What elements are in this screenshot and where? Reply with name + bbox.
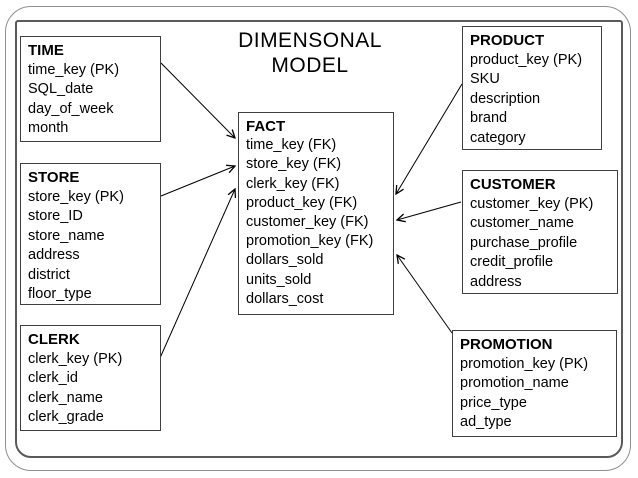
entity-customer: CUSTOMER customer_key (PK) customer_name…: [462, 170, 618, 294]
entity-customer-field: purchase_profile: [470, 234, 578, 251]
entity-store-field: address: [28, 247, 80, 263]
entity-promotion-title: PROMOTION: [460, 336, 553, 353]
outer-rounded-frame: [5, 6, 631, 471]
entity-time-field: day_of_week: [28, 100, 114, 117]
entity-time: TIME time_key (PK) SQL_date day_of_week …: [20, 36, 161, 142]
entity-fact-field: time_key (FK): [246, 137, 337, 154]
entity-time-field: month: [28, 120, 69, 136]
entity-store-field: floor_type: [28, 286, 92, 302]
entity-fact-field: clerk_key (FK): [246, 175, 340, 192]
entity-promotion: PROMOTION promotion_key (PK) promotion_n…: [452, 330, 617, 437]
entity-customer-title: CUSTOMER: [470, 176, 556, 193]
entity-product-field: category: [470, 129, 526, 146]
entity-product-field: SKU: [470, 71, 500, 87]
entity-fact-field: dollars_cost: [246, 290, 324, 307]
entity-product-title: PRODUCT: [470, 32, 545, 49]
entity-fact: FACT time_key (FK) store_key (FK) clerk_…: [238, 112, 394, 315]
diagram-title-line1: DIMENSONAL: [238, 29, 382, 52]
entity-store-field: district: [28, 266, 70, 283]
entity-store-field: store_name: [28, 227, 105, 244]
entity-clerk-field: clerk_grade: [28, 409, 104, 425]
diagram-title-line2: MODEL: [271, 54, 349, 77]
entity-customer-field: address: [470, 273, 522, 290]
entity-customer-field: customer_key (PK): [470, 195, 594, 212]
entity-clerk-field: clerk_id: [28, 370, 78, 386]
inner-frame: [15, 20, 623, 458]
entity-fact-field: customer_key (FK): [246, 214, 369, 231]
diagram-title: DIMENSONAL MODEL: [205, 28, 415, 78]
entity-customer-field: credit_profile: [470, 254, 554, 270]
entity-store-field: store_key (PK): [28, 188, 124, 205]
entity-product-field: product_key (PK): [470, 51, 583, 68]
entity-fact-field: dollars_sold: [246, 252, 324, 269]
entity-fact-field: store_key (FK): [246, 156, 342, 173]
entity-time-title: TIME: [28, 42, 64, 59]
entity-store: STORE store_key (PK) store_ID store_name…: [20, 163, 161, 305]
entity-clerk-field: clerk_name: [28, 389, 103, 406]
entity-fact-title: FACT: [246, 118, 286, 135]
entity-product-field: brand: [470, 110, 508, 126]
entity-time-field: SQL_date: [28, 81, 94, 97]
entity-clerk-title: CLERK: [28, 331, 80, 348]
entity-fact-field: units_sold: [246, 271, 312, 288]
entity-product-field: description: [470, 90, 541, 107]
entity-fact-field: promotion_key (FK): [246, 233, 374, 250]
entity-time-field: time_key (PK): [28, 61, 120, 78]
entity-fact-field: product_key (FK): [246, 194, 358, 211]
entity-product: PRODUCT product_key (PK) SKU description…: [462, 26, 602, 150]
entity-promotion-field: promotion_key (PK): [460, 355, 589, 372]
entity-promotion-field: promotion_name: [460, 375, 569, 391]
entity-store-title: STORE: [28, 169, 80, 186]
entity-store-field: store_ID: [28, 208, 83, 224]
entity-customer-field: customer_name: [470, 215, 574, 231]
entity-promotion-field: ad_type: [460, 414, 512, 430]
entity-clerk: CLERK clerk_key (PK) clerk_id clerk_name…: [20, 325, 161, 431]
entity-promotion-field: price_type: [460, 394, 527, 411]
entity-clerk-field: clerk_key (PK): [28, 350, 123, 367]
